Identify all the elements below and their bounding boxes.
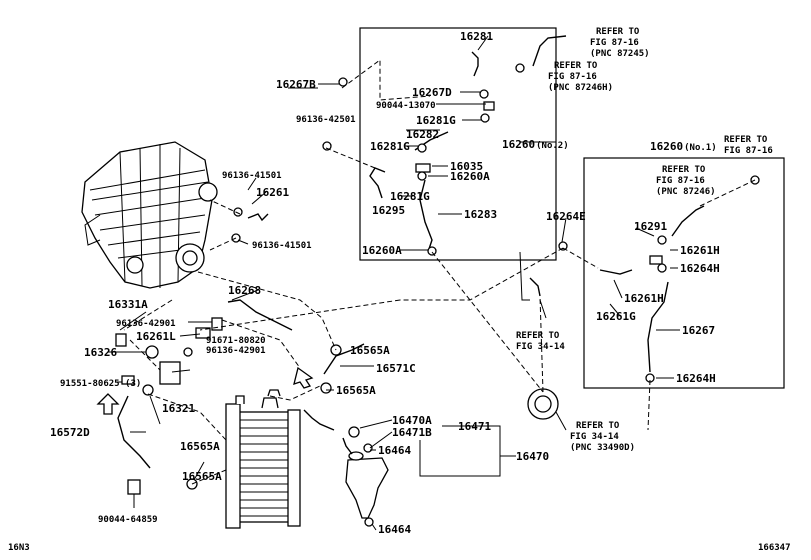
part-label-16281g-a: 16281G [416, 114, 456, 127]
refer-note-r2-line-0: REFER TO [554, 61, 598, 71]
flow-arrow-1 [293, 366, 314, 389]
bracket-34-14 [529, 277, 541, 297]
hose-16261g [599, 269, 633, 275]
part-label-16326: 16326 [84, 346, 117, 359]
refer-note-r2-line-1: FIG 87-16 [548, 72, 597, 82]
hose-16572d [117, 395, 151, 469]
part-label-96136-42901-a: 96136-42901 [116, 319, 176, 329]
reservoir-tank [342, 437, 389, 527]
hose-16571c [323, 343, 365, 375]
refer-note-r2-line-2: (PNC 87246H) [548, 83, 613, 93]
part-label-16470: 16470 [516, 450, 549, 463]
part-label-16464-a: 16464 [378, 444, 411, 457]
refer-note-r5-line-1: FIG 34-14 [516, 342, 565, 352]
hose-assembly-no2-box [359, 27, 557, 261]
part-label-16565a-c: 16565A [180, 440, 220, 453]
part-label-96136-41501-b: 96136-41501 [252, 241, 312, 251]
part-label-16281: 16281 [460, 30, 493, 43]
part-label-16565a-a: 16565A [350, 344, 390, 357]
part-label-16261h-b: 16261H [624, 292, 664, 305]
part-label-16470a: 16470A [392, 414, 432, 427]
hoses [117, 35, 705, 469]
leader-lines [108, 35, 756, 531]
part-label-16035: 16035 [450, 160, 483, 173]
part-label-91551-80625: 91551-80625 (3) [60, 379, 141, 389]
part-label-16264e: 16264E [546, 210, 586, 223]
part-label-16267b: 16267B [276, 78, 316, 91]
hose-assembly-no1-box [583, 157, 785, 389]
refer-note-r3-line-0: REFER TO [724, 135, 768, 145]
part-label-16331a: 16331A [108, 298, 148, 311]
part-label-16260a-b: 16260A [362, 244, 402, 257]
part-label-96136-42901-b: 96136-42901 [206, 346, 266, 356]
small-parts [115, 63, 760, 495]
part-label-16264h-b: 16264H [676, 372, 716, 385]
part-label-16264h-a: 16264H [680, 262, 720, 275]
radiator [225, 389, 301, 529]
hose-16267 [647, 281, 669, 373]
part-labels: 16281 16267B 16267D 90044-13070 96136-42501 1… [50, 30, 720, 536]
part-label-90044-64859: 90044-64859 [98, 515, 158, 525]
refer-note-r1-line-1: FIG 87-16 [590, 38, 639, 48]
hose-16261 [247, 213, 269, 222]
part-label-16267d: 16267D [412, 86, 452, 99]
hose-16268 [227, 299, 293, 331]
hose-16291 [671, 205, 705, 237]
part-label-16565a-b: 16565A [336, 384, 376, 397]
refer-note-r4-line-2: (PNC 87246) [656, 187, 716, 197]
part-label-16291: 16291 [634, 220, 667, 233]
refer-note-r5-line-0: REFER TO [516, 331, 560, 341]
part-label-16261: 16261 [256, 186, 289, 199]
illustration-number: 166347 [758, 543, 791, 553]
box-no1-part-number: 16260(No.1) [650, 140, 717, 153]
part-label-16281g-b: 16281G [370, 140, 410, 153]
refer-note-r6-line-2: (PNC 33490D) [570, 443, 635, 453]
part-label-96136-41501-a: 96136-41501 [222, 171, 282, 181]
part-label-16267: 16267 [682, 324, 715, 337]
hose-16295 [369, 167, 386, 199]
part-label-16471b: 16471B [392, 426, 432, 439]
part-label-16571c: 16571C [376, 362, 416, 375]
part-label-16572d: 16572D [50, 426, 90, 439]
part-label-16283: 16283 [464, 208, 497, 221]
refer-note-r6-line-1: FIG 34-14 [570, 432, 619, 442]
part-label-16565a-d: 16565A [182, 470, 222, 483]
part-label-16464-b: 16464 [378, 523, 411, 536]
box-no2-part-number: 16260(No.2) [502, 138, 569, 151]
part-label-16260a-a: 16260A [450, 170, 490, 183]
part-label-90044-13070: 90044-13070 [376, 101, 436, 111]
figure-code: 16N3 [8, 543, 30, 553]
engine-block [81, 141, 218, 289]
part-label-16261g: 16261G [596, 310, 636, 323]
hose-top-right [532, 35, 567, 67]
flow-arrow-2 [96, 393, 120, 415]
hose-16283 [419, 179, 433, 253]
refer-note-r1-line-0: REFER TO [596, 27, 640, 37]
part-label-16471: 16471 [458, 420, 491, 433]
refer-note-r4-line-1: FIG 87-16 [656, 176, 705, 186]
refer-note-r1-line-2: (PNC 87245) [590, 49, 650, 59]
part-label-96136-42501: 96136-42501 [296, 115, 356, 125]
part-label-16268: 16268 [228, 284, 261, 297]
part-label-16282: 16282 [406, 128, 439, 141]
part-label-16261l: 16261L [136, 330, 176, 343]
part-label-16261h-a: 16261H [680, 244, 720, 257]
refer-note-r3-line-1: FIG 87-16 [724, 146, 773, 156]
hose-16281 [471, 51, 479, 77]
part-label-91671-80820: 91671-80820 [206, 336, 266, 346]
part-label-16295: 16295 [372, 204, 405, 217]
refer-note-r4-line-0: REFER TO [662, 165, 706, 175]
part-label-16321: 16321 [162, 402, 195, 415]
hose-16470a [303, 409, 335, 431]
part-label-16281g-c: 16281G [390, 190, 430, 203]
refer-note-r6-line-0: REFER TO [576, 421, 620, 431]
